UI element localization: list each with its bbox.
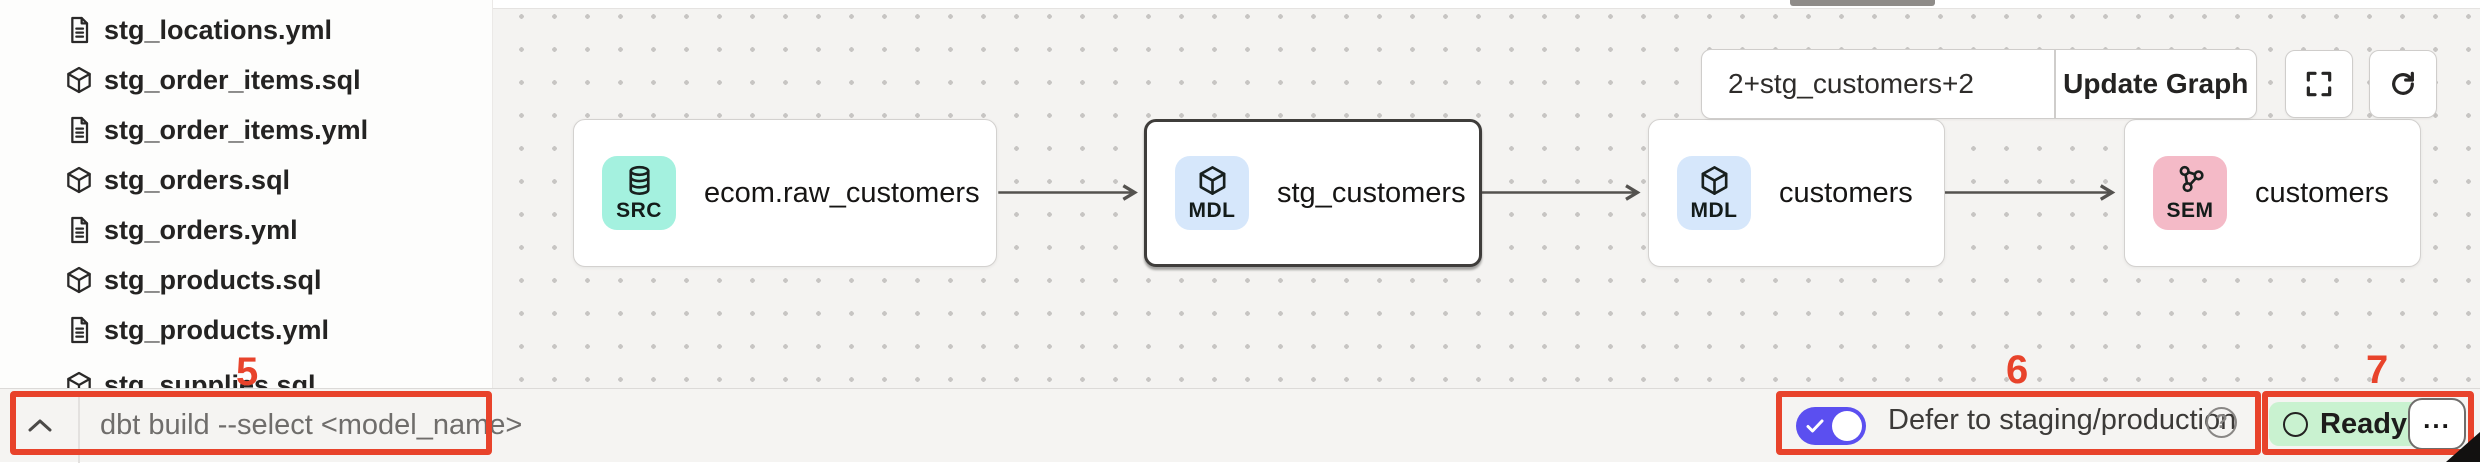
overflow-menu-button[interactable]: ... xyxy=(2408,398,2466,450)
semantic-badge: SEM xyxy=(2153,156,2227,230)
file-item[interactable]: stg_products.yml xyxy=(0,305,492,355)
horizontal-scrollbar-thumb[interactable] xyxy=(1790,0,1935,6)
graph-selector-input[interactable] xyxy=(1702,50,2054,118)
help-icon[interactable]: ? xyxy=(2206,407,2237,438)
badge-label: SRC xyxy=(616,199,662,222)
badge-label: MDL xyxy=(1690,199,1738,222)
graph-selector-group: Update Graph xyxy=(1701,49,2257,119)
database-icon xyxy=(628,165,650,195)
yml-file-icon xyxy=(62,113,96,147)
file-item[interactable]: stg_orders.yml xyxy=(0,205,492,255)
ellipsis-icon: ... xyxy=(2423,404,2451,434)
lineage-canvas[interactable]: SRC ecom.raw_customers MDL stg_customers… xyxy=(493,8,2480,388)
file-item[interactable]: stg_locations.yml xyxy=(0,5,492,55)
node-title: customers xyxy=(2255,176,2389,209)
model-cube-icon xyxy=(62,63,96,97)
refresh-icon xyxy=(2392,71,2414,95)
fullscreen-icon xyxy=(2306,71,2332,97)
model-cube-icon xyxy=(1701,166,1727,195)
file-item[interactable]: stg_order_items.sql xyxy=(0,55,492,105)
model-badge: MDL xyxy=(1677,156,1751,230)
source-badge: SRC xyxy=(602,156,676,230)
defer-toggle-label: Defer to staging/production xyxy=(1888,404,2237,436)
node-title: customers xyxy=(1779,176,1913,209)
check-icon xyxy=(1805,416,1825,436)
model-cube-icon xyxy=(62,368,96,388)
model-cube-icon xyxy=(62,163,96,197)
node-semantic-customers[interactable]: SEM customers xyxy=(2124,119,2421,267)
node-model-stg-customers[interactable]: MDL stg_customers xyxy=(1144,119,1482,267)
badge-label: SEM xyxy=(2166,199,2214,222)
file-item[interactable]: stg_order_items.yml xyxy=(0,105,492,155)
model-cube-icon xyxy=(62,263,96,297)
file-name: stg_supplies.sql xyxy=(104,369,316,389)
update-graph-button[interactable]: Update Graph xyxy=(2056,50,2257,118)
file-item[interactable]: stg_products.sql xyxy=(0,255,492,305)
toggle-knob xyxy=(1832,411,1862,441)
file-name: stg_orders.yml xyxy=(104,214,298,245)
semantic-graph-icon xyxy=(2179,165,2204,193)
file-name: stg_order_items.yml xyxy=(104,114,369,145)
node-model-customers[interactable]: MDL customers xyxy=(1648,119,1945,267)
file-name: stg_orders.sql xyxy=(104,164,291,195)
dbt-command-input[interactable] xyxy=(100,397,1000,453)
yml-file-icon xyxy=(62,313,96,347)
yml-file-icon xyxy=(62,13,96,47)
model-badge: MDL xyxy=(1175,156,1249,230)
expand-panel-button[interactable] xyxy=(18,403,62,447)
divider xyxy=(2054,50,2056,118)
node-title: stg_customers xyxy=(1277,176,1466,209)
status-circle-icon xyxy=(2283,411,2308,437)
chevron-up-icon xyxy=(28,419,52,432)
file-tree-panel: stg_locations.yml stg_order_items.sql st… xyxy=(0,0,493,388)
model-cube-icon xyxy=(1199,166,1225,195)
fullscreen-button[interactable] xyxy=(2285,50,2353,118)
divider xyxy=(78,391,80,463)
status-badge: Ready xyxy=(2269,402,2428,446)
node-title: ecom.raw_customers xyxy=(704,176,980,209)
file-name: stg_locations.yml xyxy=(104,14,333,45)
file-name: stg_products.sql xyxy=(104,264,322,295)
yml-file-icon xyxy=(62,213,96,247)
status-label: Ready xyxy=(2320,407,2408,440)
refresh-button[interactable] xyxy=(2369,50,2437,118)
file-item[interactable]: stg_orders.sql xyxy=(0,155,492,205)
badge-label: MDL xyxy=(1188,199,1236,222)
node-source-raw-customers[interactable]: SRC ecom.raw_customers xyxy=(573,119,997,267)
file-item-partial[interactable]: stg_supplies.sql xyxy=(0,360,492,388)
defer-toggle[interactable] xyxy=(1796,407,1866,445)
file-name: stg_products.yml xyxy=(104,314,330,345)
file-name: stg_order_items.sql xyxy=(104,64,361,95)
